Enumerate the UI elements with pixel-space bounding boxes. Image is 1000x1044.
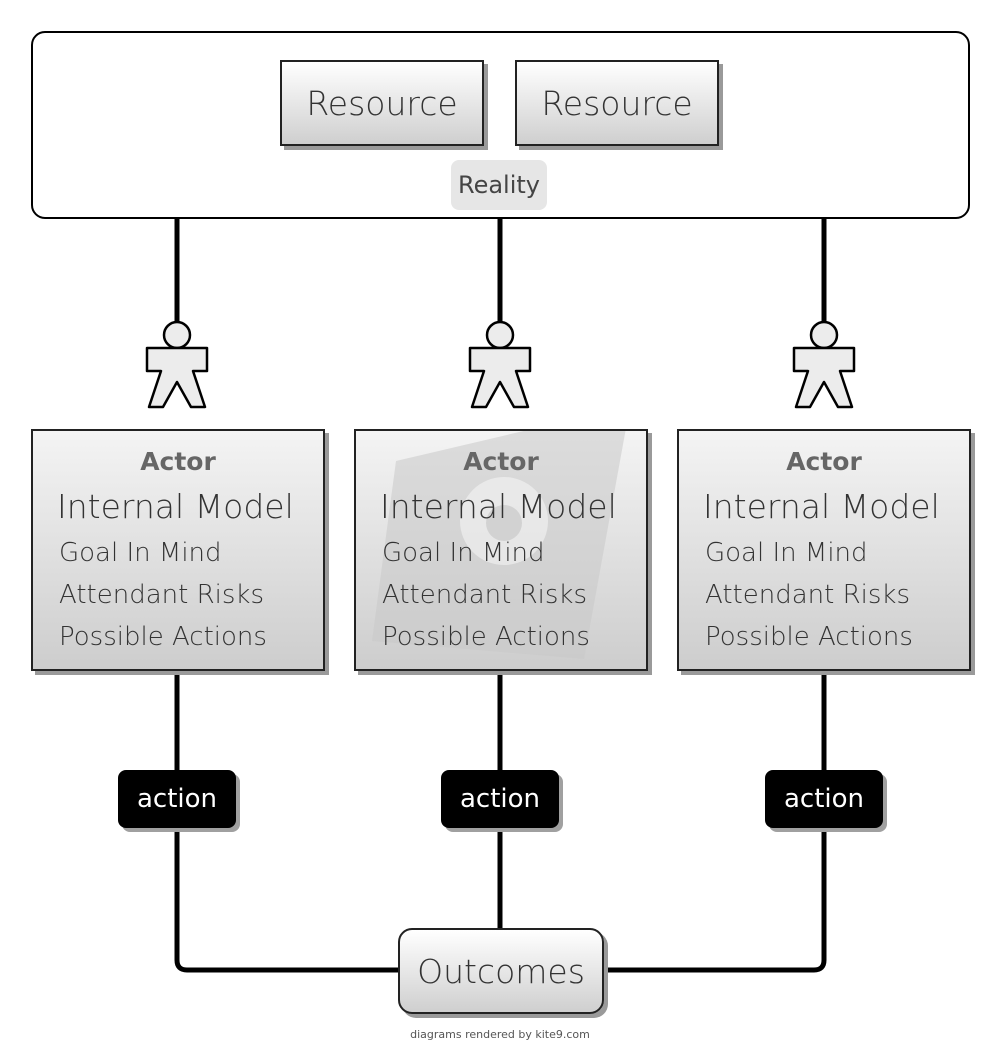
actor-model: Internal Model — [380, 487, 617, 526]
actor-actions: Possible Actions — [59, 622, 267, 652]
actor-box-1: Actor Internal Model Goal In Mind Attend… — [31, 429, 325, 671]
stick-figure-icon — [145, 320, 209, 409]
stick-figure-icon — [468, 320, 532, 409]
actor-risks: Attendant Risks — [705, 580, 911, 610]
footer-credit: diagrams rendered by kite9.com — [410, 1028, 590, 1041]
actor-box-2: Actor Internal Model Goal In Mind Attend… — [354, 429, 648, 671]
actor-goal: Goal In Mind — [705, 538, 868, 568]
actor-title: Actor — [140, 447, 216, 476]
stick-figure-icon — [792, 320, 856, 409]
action-label-2: action — [441, 770, 559, 828]
actor-actions: Possible Actions — [382, 622, 590, 652]
actor-model: Internal Model — [57, 487, 294, 526]
action-label-1: action — [118, 770, 236, 828]
actor-risks: Attendant Risks — [382, 580, 588, 610]
reality-label: Reality — [451, 160, 547, 210]
outcomes-box: Outcomes — [398, 928, 604, 1014]
actor-box-3: Actor Internal Model Goal In Mind Attend… — [677, 429, 971, 671]
actor-title: Actor — [786, 447, 862, 476]
resource-box-1: Resource — [280, 60, 484, 146]
actor-goal: Goal In Mind — [382, 538, 545, 568]
connector-actor-1-outcomes — [174, 671, 400, 973]
resource-box-2: Resource — [515, 60, 719, 146]
actor-title: Actor — [463, 447, 539, 476]
actor-risks: Attendant Risks — [59, 580, 265, 610]
kite9-watermark-icon — [372, 431, 626, 659]
actor-model: Internal Model — [703, 487, 940, 526]
actor-actions: Possible Actions — [705, 622, 913, 652]
actor-goal: Goal In Mind — [59, 538, 222, 568]
connector-actor-3-outcomes — [602, 671, 827, 973]
action-label-3: action — [765, 770, 883, 828]
